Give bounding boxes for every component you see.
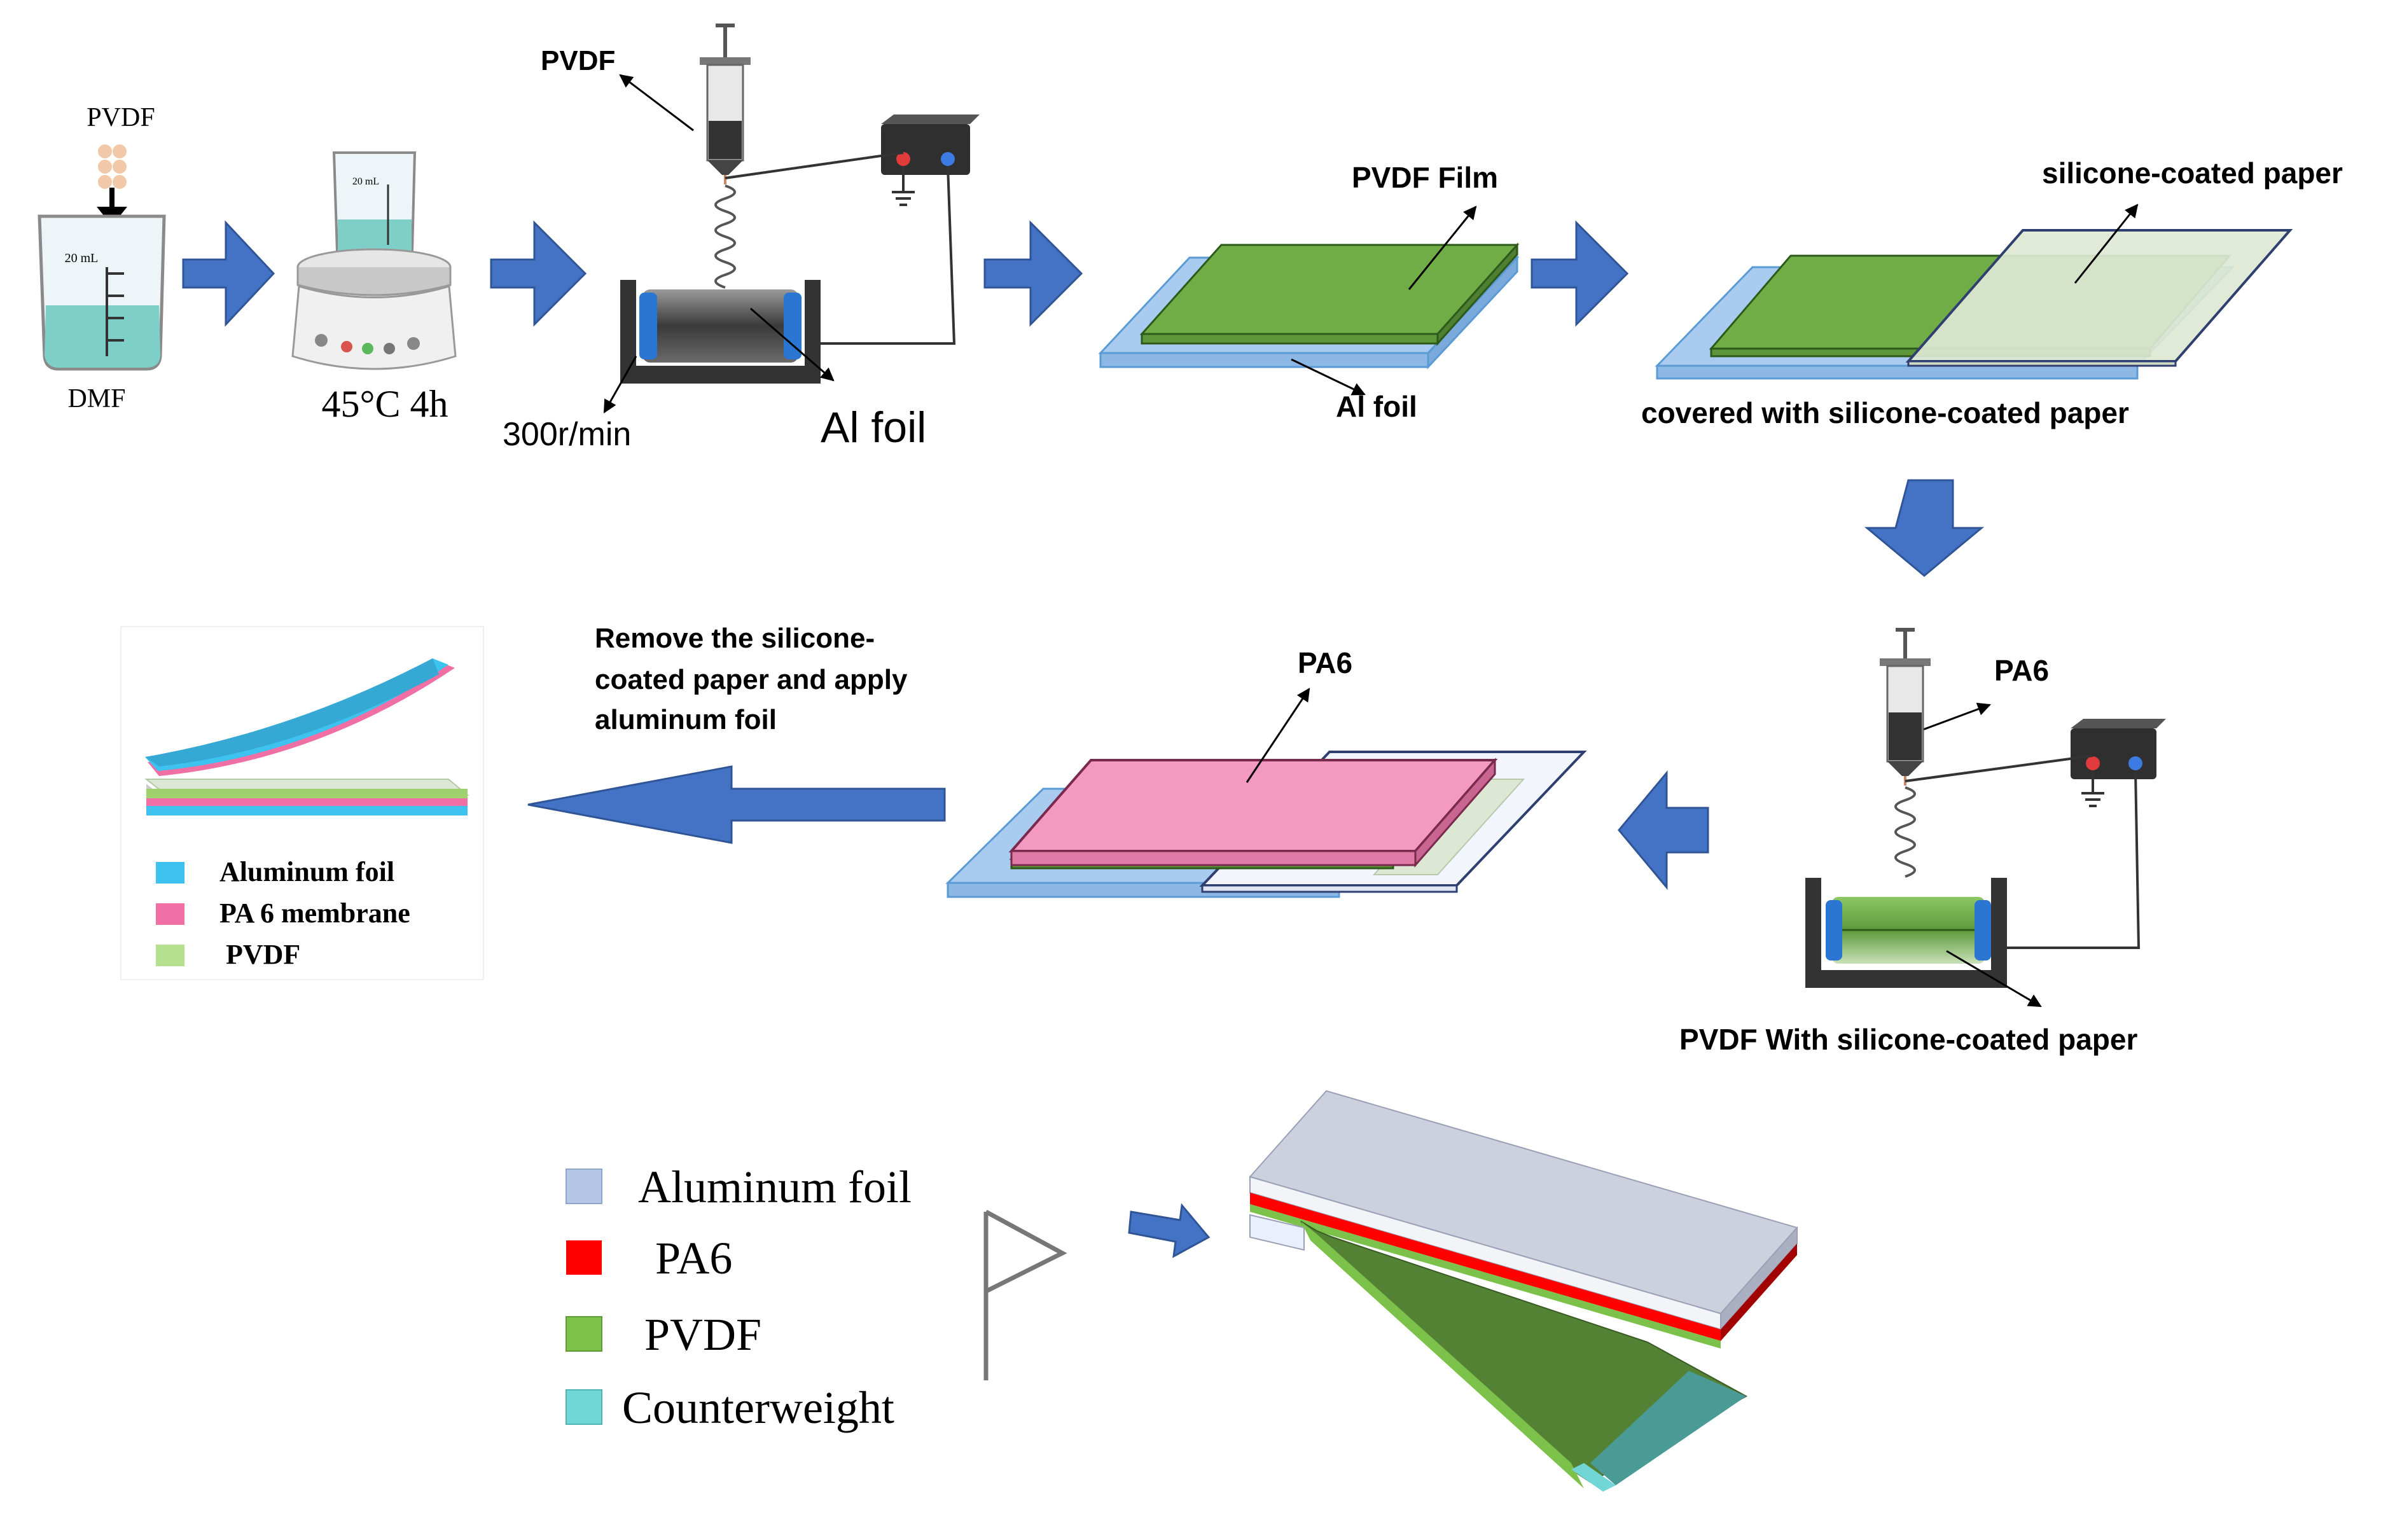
step4-film-label: PVDF Film: [1352, 161, 1498, 194]
step1-dmf-label: DMF: [67, 384, 125, 413]
beaker-volume-label: 20 mL: [65, 251, 99, 265]
step7-pa6-label: PA6: [1298, 646, 1352, 679]
legend1-swatch-pvdf: [156, 945, 184, 966]
instruction-line-1: Remove the silicone-: [595, 623, 875, 654]
small-beaker-volume-label: 20 mL: [352, 176, 379, 187]
step6-caption: PVDF With silicone-coated paper: [1679, 1023, 2137, 1056]
step6-electrospinning-group: PA6: [1679, 628, 2166, 1056]
legend2-label-counterweight: Counterweight: [622, 1382, 894, 1433]
step6-pa6-label: PA6: [1994, 654, 2049, 687]
collector-green-icon: [1805, 878, 2007, 988]
legend2-swatch-pvdf: [566, 1316, 602, 1352]
step3-electrospinning-group: PVDF: [503, 24, 980, 453]
flow-arrow-right-4-icon: [1531, 220, 1629, 327]
step3-foil-label: Al foil: [821, 403, 926, 452]
legend1: Aluminum foil PA 6 membrane PVDF: [156, 856, 410, 970]
legend2-swatch-aluminum: [566, 1169, 602, 1204]
step4-foil-label: Al foil: [1336, 390, 1417, 423]
syringe-icon: [700, 24, 751, 184]
legend2-swatch-pa6: [566, 1240, 602, 1275]
step2-stirrer-group: 20 mL 45°C 4h: [291, 151, 457, 425]
flow-arrow-left-1-icon: [1618, 770, 1709, 891]
small-arrow-icon: [1128, 1203, 1211, 1258]
legend2-label-aluminum: Aluminum foil: [638, 1162, 912, 1212]
legend2-swatch-counterweight: [566, 1389, 602, 1425]
laminate-result-group: Aluminum foil PA 6 membrane PVDF: [120, 626, 484, 980]
step2-condition-label: 45°C 4h: [321, 383, 448, 425]
flow-arrow-down-icon: [1864, 479, 1985, 577]
legend1-label-pvdf: PVDF: [226, 939, 300, 970]
beaker-icon: 20 mL: [38, 214, 166, 371]
voltage-source-2-icon: [2071, 719, 2166, 807]
legend2: Aluminum foil PA6 PVDF Counterweight: [566, 1162, 912, 1433]
step3-pvdf-label: PVDF: [541, 45, 615, 76]
actuator-model-group: [1249, 1090, 1798, 1492]
fiber-jet-icon: [714, 184, 736, 289]
step8-instruction-group: Remove the silicone- coated paper and ap…: [595, 623, 908, 735]
legend2-label-pa6: PA6: [655, 1233, 732, 1284]
step7-pa6-group: PA6: [945, 646, 1587, 898]
step5-covered-group: silicone-coated paper covered with silic…: [1641, 156, 2343, 429]
step1-beaker-group: PVDF 20 mL DMF: [38, 103, 166, 413]
legend1-label-aluminum: Aluminum foil: [219, 856, 394, 887]
pvdf-pellets-icon: [98, 144, 127, 189]
small-beaker-icon: 20 mL: [332, 151, 417, 253]
voltage-source-icon: [881, 114, 980, 206]
legend1-label-pa6: PA 6 membrane: [219, 898, 410, 929]
legend1-swatch-pa6: [156, 903, 184, 925]
flow-arrow-right-2-icon: [490, 220, 587, 327]
flow-arrow-left-2-icon: [527, 765, 946, 844]
flag-icon: [983, 1209, 1067, 1380]
flow-arrow-right-1-icon: [182, 220, 275, 327]
instruction-line-2: coated paper and apply: [595, 664, 908, 695]
pa6-fiber-jet-icon: [1894, 786, 1916, 878]
legend2-label-pvdf: PVDF: [644, 1309, 761, 1360]
step3-speed-label: 300r/min: [503, 416, 631, 453]
flow-arrow-right-3-icon: [983, 220, 1083, 327]
collector-icon: [620, 280, 821, 384]
legend1-swatch-aluminum: [156, 862, 184, 884]
step5-paper-label: silicone-coated paper: [2042, 156, 2343, 190]
step1-pvdf-label: PVDF: [87, 103, 155, 132]
step5-caption: covered with silicone-coated paper: [1641, 396, 2129, 429]
magnetic-stirrer-icon: [291, 248, 457, 370]
syringe-pa6-icon: [1880, 628, 1931, 786]
instruction-line-3: aluminum foil: [595, 704, 777, 735]
step4-film-group: PVDF Film Al foil: [1098, 161, 1520, 423]
